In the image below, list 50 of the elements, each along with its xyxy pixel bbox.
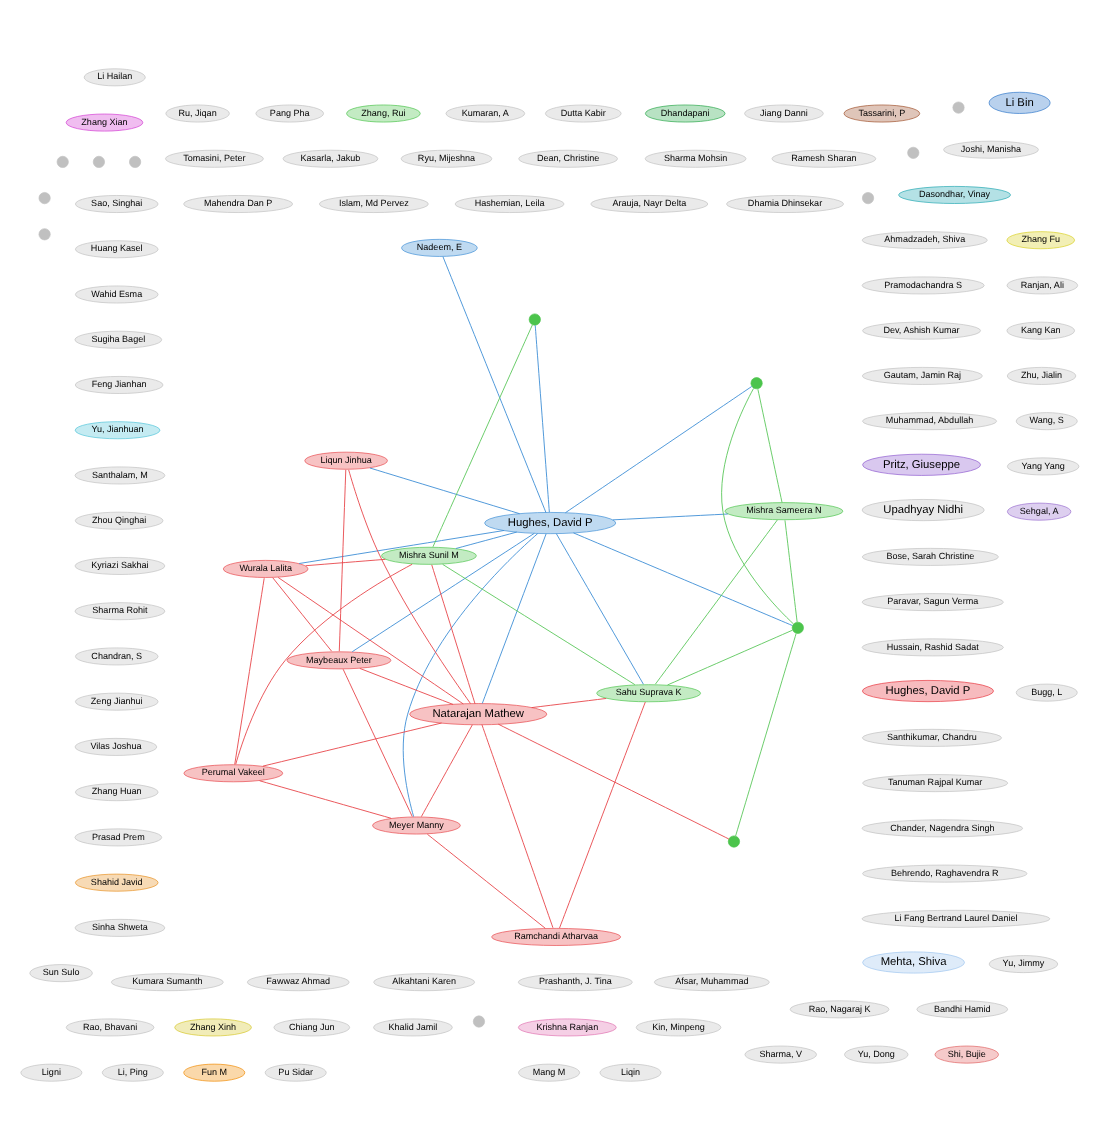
connector [235,562,413,764]
connector [402,532,539,817]
connector [481,532,547,703]
connector [351,531,535,652]
connector [667,628,793,685]
node-circle [38,227,51,240]
connector [305,557,386,566]
node-circle [862,191,875,204]
connector [442,562,636,685]
connector [342,667,413,817]
node-circle [129,154,142,167]
connector [497,722,730,839]
connector [259,779,392,818]
connector [555,532,644,684]
node-circle [38,191,51,204]
connector [612,512,729,520]
connector [338,468,347,651]
connector [432,323,533,547]
connector [455,530,518,548]
connector [531,697,607,708]
connector [272,576,333,651]
connector [234,576,265,764]
connector [573,531,793,625]
connector [359,667,454,704]
connector [426,832,546,928]
node-circle [750,376,763,389]
connector [420,723,473,817]
node-circle [528,312,541,325]
connector [654,518,778,684]
connector [431,563,476,704]
connector [757,387,783,502]
node-circle [907,145,920,158]
node-circle [727,834,740,847]
connector [721,387,794,624]
node-circle [952,100,965,113]
connector [262,721,443,766]
node-circle [472,1014,485,1027]
connector [277,576,464,704]
connector [369,466,521,514]
connector [564,385,753,513]
connector [348,468,471,703]
connector [559,700,646,928]
node-circle [791,620,804,633]
node-circle [92,154,105,167]
connector [534,323,550,512]
connector [735,632,797,836]
connector [784,518,798,622]
node-circle [56,154,69,167]
connector [481,723,554,928]
connector [442,255,547,513]
